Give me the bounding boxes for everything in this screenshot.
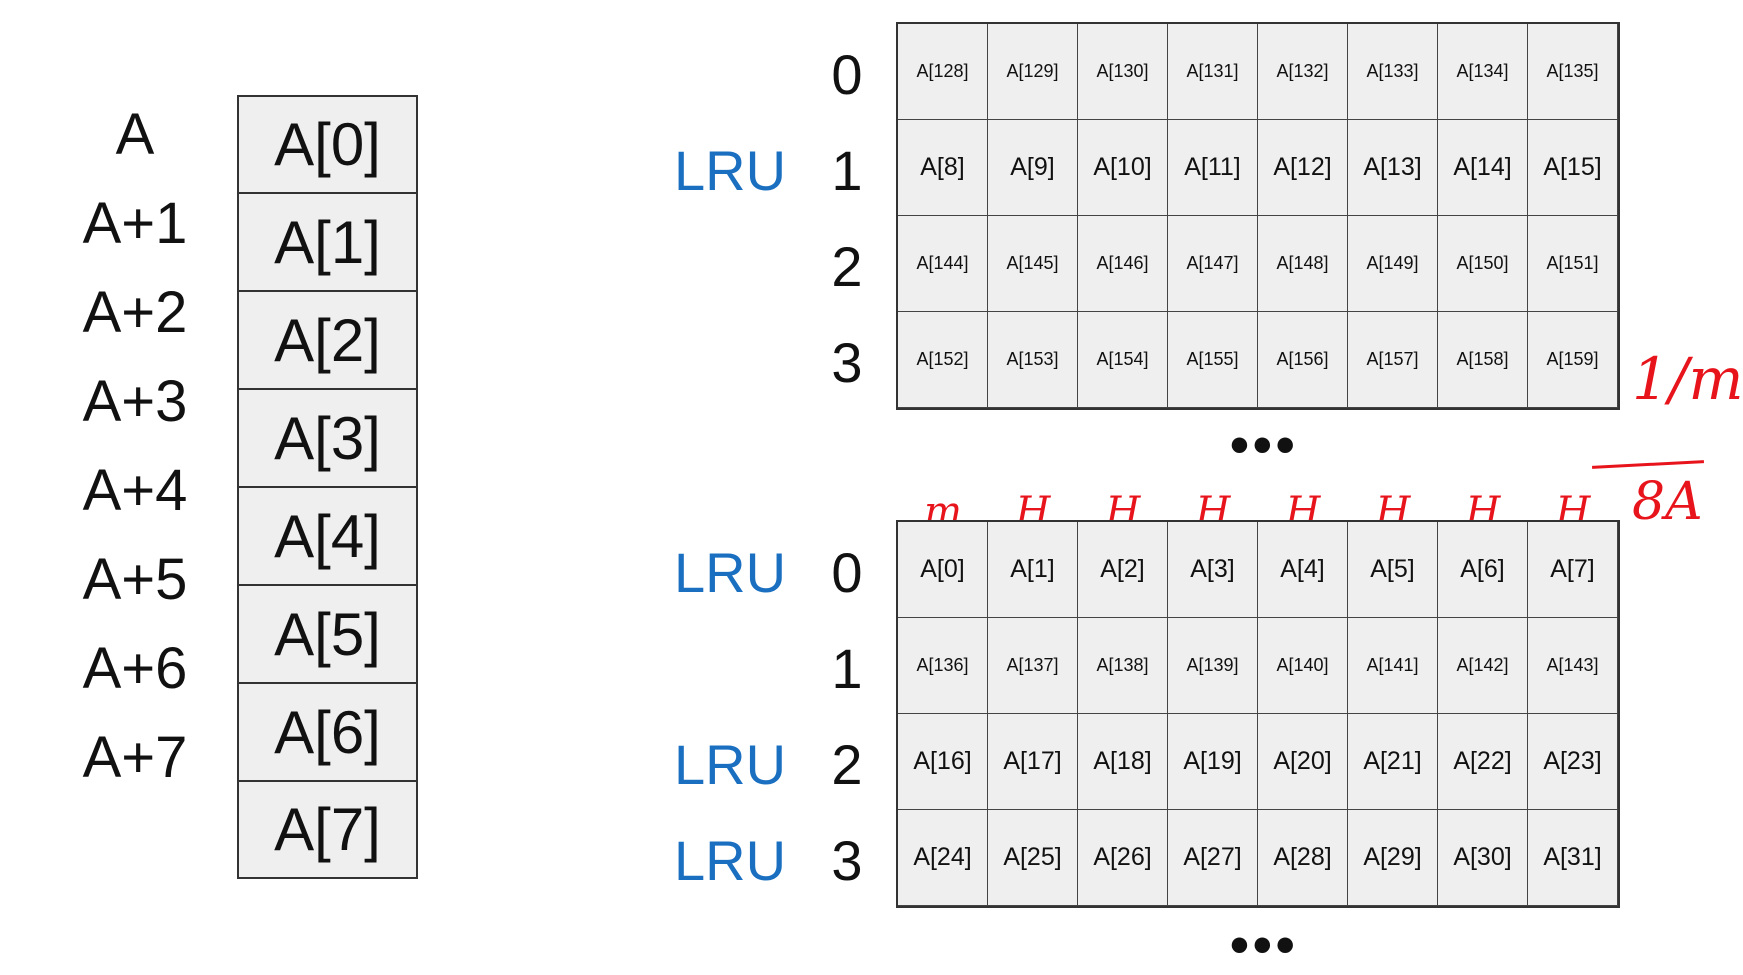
cache-cell: A[11]	[1168, 120, 1258, 216]
cache-cell: A[17]	[988, 714, 1078, 810]
cache-cell: A[139]	[1168, 618, 1258, 714]
cache-cell: A[2]	[1078, 522, 1168, 618]
cache-cell: A[128]	[898, 24, 988, 120]
address-label: A+7	[82, 725, 188, 790]
ratio-denominator: 8A	[1632, 472, 1703, 532]
address-label: A	[115, 102, 155, 167]
cache-cell: A[156]	[1258, 312, 1348, 408]
row-index: 3	[831, 829, 863, 892]
cache-cell: A[9]	[988, 120, 1078, 216]
address-label: A+1	[82, 191, 188, 256]
cache-cell: A[150]	[1438, 216, 1528, 312]
cache-cell: A[153]	[988, 312, 1078, 408]
cache-cell: A[29]	[1348, 810, 1438, 906]
cache-cell: A[3]	[1168, 522, 1258, 618]
cache-cell: A[142]	[1438, 618, 1528, 714]
cache-cell: A[30]	[1438, 810, 1528, 906]
cache-cell: A[146]	[1078, 216, 1168, 312]
memory-cell: A[6]	[237, 683, 418, 781]
lru-label: LRU	[673, 829, 787, 892]
cache-cell: A[154]	[1078, 312, 1168, 408]
cache-cell: A[135]	[1528, 24, 1618, 120]
cache-cell: A[137]	[988, 618, 1078, 714]
address-label: A+5	[82, 547, 188, 612]
cache-cell: A[4]	[1258, 522, 1348, 618]
cache-cell: A[151]	[1528, 216, 1618, 312]
lru-label: LRU	[673, 733, 787, 796]
cache-cell: A[5]	[1348, 522, 1438, 618]
cache-cell: A[31]	[1528, 810, 1618, 906]
fraction-bar	[1591, 460, 1705, 469]
cache-cell: A[13]	[1348, 120, 1438, 216]
memory-cell: A[2]	[237, 291, 418, 389]
cache-cell: A[24]	[898, 810, 988, 906]
row-index: 3	[831, 331, 863, 394]
cache-cell: A[132]	[1258, 24, 1348, 120]
cache-cell: A[147]	[1168, 216, 1258, 312]
memory-cell: A[3]	[237, 389, 418, 487]
row-index: 1	[831, 139, 863, 202]
cache-cell: A[16]	[898, 714, 988, 810]
cache-cell: A[14]	[1438, 120, 1528, 216]
memory-cell: A[5]	[237, 585, 418, 683]
memory-cell: A[1]	[237, 193, 418, 291]
cache-cell: A[7]	[1528, 522, 1618, 618]
cache-cell: A[158]	[1438, 312, 1528, 408]
cache-cell: A[145]	[988, 216, 1078, 312]
cache-cell: A[26]	[1078, 810, 1168, 906]
cache-cell: A[22]	[1438, 714, 1528, 810]
cache-cell: A[20]	[1258, 714, 1348, 810]
address-label: A+6	[82, 636, 188, 701]
cache-cell: A[136]	[898, 618, 988, 714]
memory-cell: A[7]	[237, 781, 418, 879]
cache-cell: A[141]	[1348, 618, 1438, 714]
cache-cell: A[8]	[898, 120, 988, 216]
cache-cell: A[27]	[1168, 810, 1258, 906]
memory-cell: A[0]	[237, 95, 418, 193]
lru-label: LRU	[673, 139, 787, 202]
cache-cell: A[23]	[1528, 714, 1618, 810]
row-index: 2	[831, 235, 863, 298]
cache-cell: A[134]	[1438, 24, 1528, 120]
address-label: A+3	[82, 369, 188, 434]
row-index: 0	[831, 43, 863, 106]
cache-cell: A[149]	[1348, 216, 1438, 312]
row-index: 1	[831, 637, 863, 700]
cache-cell: A[18]	[1078, 714, 1168, 810]
cache-cell: A[157]	[1348, 312, 1438, 408]
cache-cell: A[129]	[988, 24, 1078, 120]
row-index: 0	[831, 541, 863, 604]
address-label: A+2	[82, 280, 188, 345]
ratio-numerator: 1/m	[1632, 345, 1743, 413]
cache-cell: A[0]	[898, 522, 988, 618]
cache-cell: A[25]	[988, 810, 1078, 906]
cache-cell: A[6]	[1438, 522, 1528, 618]
row-index: 2	[831, 733, 863, 796]
cache-cell: A[21]	[1348, 714, 1438, 810]
cache-grid-top: A[128] A[129] A[130] A[131] A[132] A[133…	[896, 22, 1620, 410]
lru-label: LRU	[673, 541, 787, 604]
cache-cell: A[131]	[1168, 24, 1258, 120]
cache-cell: A[152]	[898, 312, 988, 408]
cache-cell: A[28]	[1258, 810, 1348, 906]
cache-cell: A[155]	[1168, 312, 1258, 408]
cache-cell: A[144]	[898, 216, 988, 312]
cache-cell: A[15]	[1528, 120, 1618, 216]
cache-cell: A[1]	[988, 522, 1078, 618]
address-label: A+4	[82, 458, 188, 523]
cache-cell: A[140]	[1258, 618, 1348, 714]
cache-grid-bottom: A[0] A[1] A[2] A[3] A[4] A[5] A[6] A[7] …	[896, 520, 1620, 908]
cache-cell: A[143]	[1528, 618, 1618, 714]
memory-cell: A[4]	[237, 487, 418, 585]
cache-cell: A[19]	[1168, 714, 1258, 810]
ellipsis: •••	[1230, 915, 1299, 975]
cache-cell: A[10]	[1078, 120, 1168, 216]
ellipsis: •••	[1230, 415, 1299, 475]
cache-cell: A[159]	[1528, 312, 1618, 408]
cache-cell: A[12]	[1258, 120, 1348, 216]
cache-cell: A[130]	[1078, 24, 1168, 120]
cache-cell: A[138]	[1078, 618, 1168, 714]
cache-cell: A[148]	[1258, 216, 1348, 312]
cache-cell: A[133]	[1348, 24, 1438, 120]
